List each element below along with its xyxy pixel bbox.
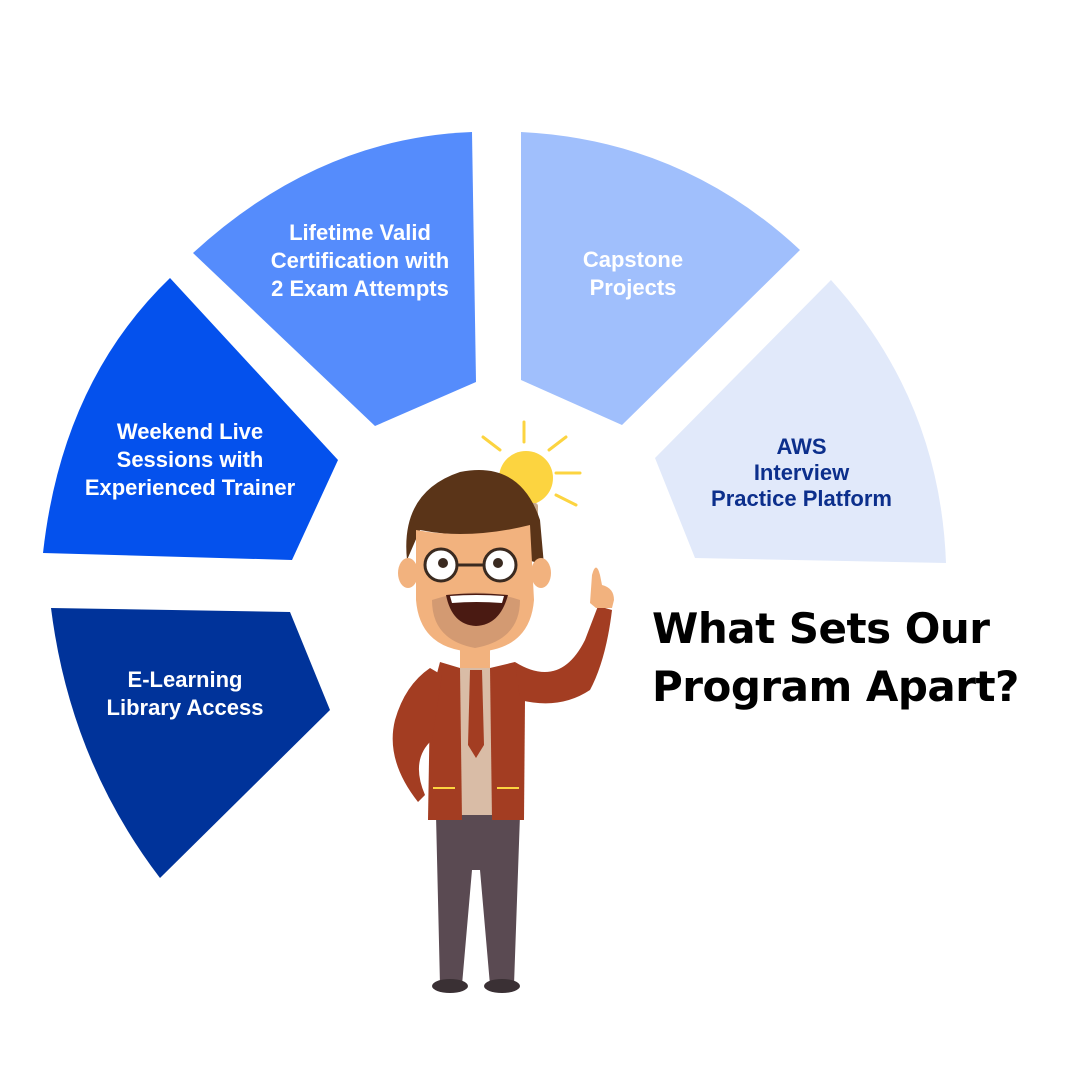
shoe-left (432, 979, 468, 993)
label-weekend: Weekend Live Sessions with Experienced T… (50, 418, 330, 502)
segment-certification (193, 132, 476, 426)
label-aws: AWS Interview Practice Platform (680, 434, 923, 512)
teacher-with-lightbulb-icon (392, 420, 614, 993)
ear-right (531, 558, 551, 588)
hand-pointing-icon (590, 567, 614, 608)
eye-left (438, 558, 448, 568)
label-line: Experienced Trainer (84, 475, 296, 500)
label-line: AWS (776, 434, 827, 459)
label-line: Capstone (582, 247, 684, 272)
label-line: Interview (753, 460, 850, 485)
headline-line-1: What Sets Our (652, 604, 990, 653)
shoe-right (484, 979, 520, 993)
ear-left (398, 558, 418, 588)
tie (468, 670, 484, 758)
headline-line-2: Program Apart? (652, 662, 1019, 711)
arm-left (392, 668, 442, 802)
pants (436, 815, 520, 985)
arm-right (515, 606, 612, 704)
label-line: Sessions with (116, 447, 264, 472)
segment-aws (655, 280, 946, 563)
label-line: Weekend Live (116, 419, 264, 444)
label-line: 2 Exam Attempts (271, 276, 449, 301)
label-line: Projects (589, 275, 677, 300)
label-capstone: Capstone Projects (533, 246, 733, 302)
jacket-right (490, 662, 525, 820)
segment-weekend (43, 278, 338, 560)
label-line: Lifetime Valid (289, 220, 431, 245)
label-line: Certification with (270, 248, 450, 273)
label-certification: Lifetime Valid Certification with 2 Exam… (228, 219, 492, 303)
hair (406, 470, 544, 565)
label-elearning: E-Learning Library Access (60, 666, 310, 722)
label-line: Library Access (106, 695, 264, 720)
label-line: E-Learning (127, 667, 243, 692)
label-line: Practice Platform (711, 486, 892, 511)
headline: What Sets Our Program Apart? (652, 600, 1019, 716)
eye-right (493, 558, 503, 568)
neck (460, 648, 490, 670)
segment-capstone (521, 132, 800, 425)
segment-elearning (51, 608, 330, 878)
teeth (450, 595, 504, 603)
